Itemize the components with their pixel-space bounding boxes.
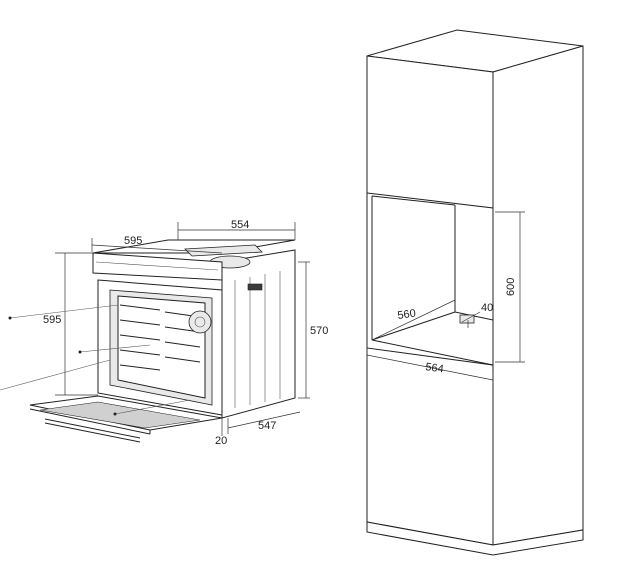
niche-opening <box>366 192 494 366</box>
oven-right-side <box>221 249 296 419</box>
niche-depth-label: 560 <box>397 308 417 322</box>
top-vent <box>184 244 263 257</box>
niche-vent-label: 40 <box>481 302 493 314</box>
oven-drawing <box>29 239 296 443</box>
oven-door-gap-label: 20 <box>215 435 227 447</box>
cavity-back <box>117 295 206 399</box>
control-panel <box>92 252 223 281</box>
oven-depth-label: 547 <box>258 420 276 432</box>
niche-width-label: 564 <box>425 361 445 375</box>
cabinet-plinth <box>366 521 584 556</box>
oven-height-label: 570 <box>310 325 328 337</box>
side-connector <box>247 283 263 291</box>
oven-front-height-label: 595 <box>43 314 61 326</box>
niche-height-label: 600 <box>505 278 517 296</box>
shelf-rails <box>119 304 201 371</box>
niche-dimensions <box>366 211 525 385</box>
oven-dimensions <box>0 222 310 436</box>
fan-icon <box>188 310 212 334</box>
door-handle <box>44 418 141 443</box>
cabinet-drawing <box>366 29 584 556</box>
door-glass <box>39 401 201 429</box>
oven-front-width-label: 595 <box>124 235 142 247</box>
oven-width-label: 554 <box>231 219 249 231</box>
